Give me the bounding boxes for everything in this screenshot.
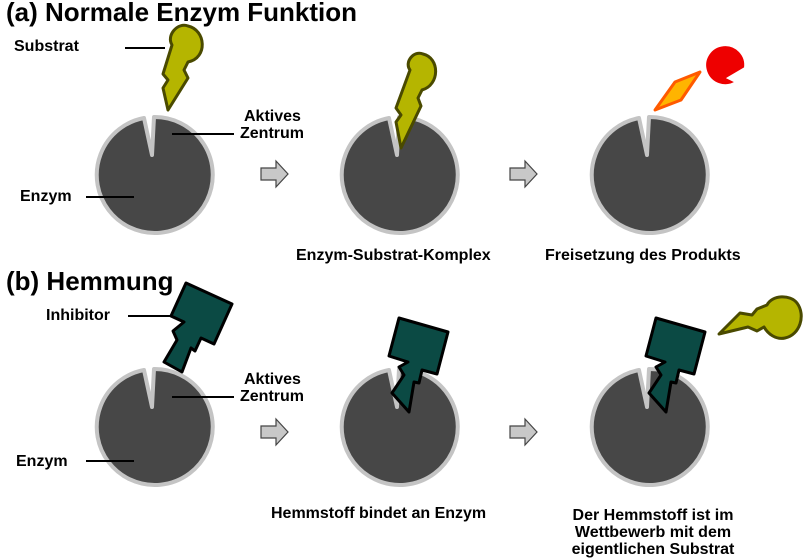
enzyme-a2 (339, 114, 460, 235)
enzyme-a1 (94, 114, 215, 235)
arrow-a1 (260, 159, 289, 189)
enzyme-a3 (589, 114, 710, 235)
substrate-a1 (161, 23, 204, 112)
inhibitor-b2 (387, 316, 450, 414)
product-diamond (653, 70, 702, 112)
label-inhibitor: Inhibitor (46, 307, 110, 324)
section-a-title: (a) Normale Enzym Funktion (6, 0, 358, 27)
enzyme-b2 (339, 366, 460, 487)
section-b-title: (b) Hemmung (6, 266, 174, 296)
label-substrate: Substrat (14, 38, 79, 55)
label-active-site-b-line1: Aktives (244, 371, 301, 388)
caption-complex: Enzym-Substrat-Komplex (296, 247, 491, 264)
label-enzyme-a: Enzym (20, 188, 72, 205)
substrate-a2 (394, 51, 438, 150)
arrow-a2 (509, 159, 538, 189)
caption-competition-line1: Der Hemmstoff ist im (572, 507, 734, 524)
arrow-b2 (509, 417, 538, 447)
enzyme-b3 (589, 366, 710, 487)
label-active-site-b: Aktives Zentrum (240, 371, 304, 405)
caption-release: Freisetzung des Produkts (545, 247, 741, 264)
label-active-site-a-line2: Zentrum (240, 125, 304, 142)
caption-bound: Hemmstoff bindet an Enzym (271, 505, 487, 522)
caption-competition-line2: Wettbewerb mit dem (574, 524, 732, 541)
caption-competition: Der Hemmstoff ist im Wettbewerb mit dem … (553, 507, 753, 558)
inhibitor-b1 (162, 281, 234, 374)
enzyme-b1 (94, 366, 215, 487)
label-active-site-a: Aktives Zentrum (240, 108, 304, 142)
substrate-b3 (717, 295, 803, 340)
label-active-site-b-line2: Zentrum (240, 388, 304, 405)
arrow-b1 (260, 417, 289, 447)
product-pacman (704, 44, 747, 87)
inhibitor-b3 (644, 316, 707, 414)
caption-competition-line3: eigentlichen Substrat (571, 541, 735, 558)
label-active-site-a-line1: Aktives (244, 108, 301, 125)
label-enzyme-b: Enzym (16, 453, 68, 470)
